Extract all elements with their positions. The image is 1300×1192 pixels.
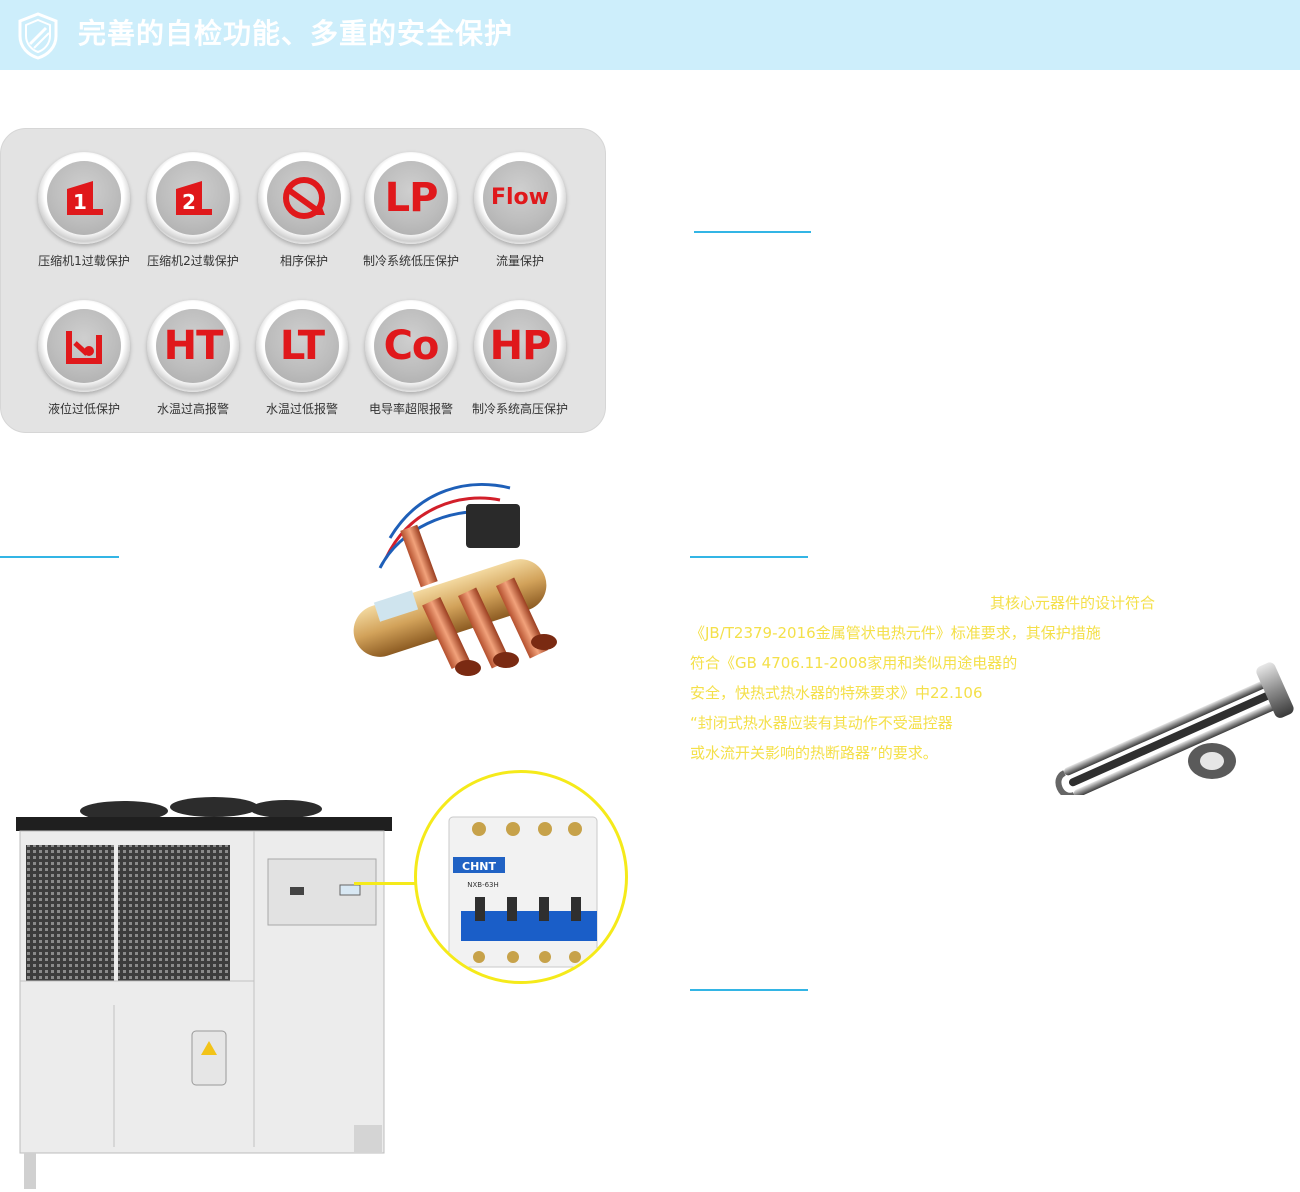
callout-line — [354, 882, 416, 885]
liquid-level-icon — [38, 300, 130, 392]
divider-line — [690, 556, 808, 558]
protection-symbol: Co — [383, 323, 440, 369]
protection-item: HT 水温过高报警 — [138, 300, 248, 417]
description-line: 或水流开关影响的热断路器”的要求。 — [690, 744, 938, 762]
protection-label: 水温过低报警 — [265, 402, 338, 416]
protection-item: 相序保护 — [249, 152, 359, 269]
compressor-number: 2 — [182, 190, 196, 214]
divider-line — [0, 556, 119, 558]
protection-item: Flow 流量保护 — [465, 152, 575, 269]
protection-symbol: HP — [489, 323, 552, 369]
breaker-brand: CHNT — [462, 860, 496, 873]
description-line: 安全，快热式热水器的特殊要求》中22.106 — [690, 684, 983, 702]
electric-heater-image — [1055, 662, 1294, 795]
protection-label: 水温过高报警 — [156, 402, 229, 416]
description-line: 符合《GB 4706.11-2008家用和类似用途电器的 — [690, 654, 1018, 672]
protection-item: LP 制冷系统低压保护 — [356, 152, 466, 269]
description-line: 《JB/T2379-2016金属管状电热元件》标准要求，其保护措施 — [690, 624, 1101, 642]
protection-label: 液位过低保护 — [47, 402, 120, 416]
protection-label: 制冷系统高压保护 — [471, 402, 568, 416]
protection-symbol: Flow — [490, 185, 549, 210]
protection-label: 相序保护 — [279, 254, 328, 268]
protection-item: 液位过低保护 — [29, 300, 139, 417]
protection-label: 压缩机1过载保护 — [38, 254, 130, 268]
protection-symbol: HT — [163, 323, 224, 369]
protection-symbol: LT — [279, 323, 325, 369]
low-temp-icon: LT — [256, 300, 348, 392]
four-way-valve-image — [353, 483, 557, 676]
phase-sequence-icon — [258, 152, 350, 244]
protection-label: 流量保护 — [495, 254, 544, 268]
protection-label: 压缩机2过载保护 — [147, 254, 239, 268]
protection-item: 1 压缩机1过载保护 — [29, 152, 139, 269]
divider-line — [690, 989, 808, 991]
breaker-model: NXB-63H — [467, 881, 499, 889]
breaker-callout: CHNT NXB-63H — [414, 770, 628, 984]
chiller-unit-image — [16, 797, 392, 1189]
divider-line — [694, 231, 811, 233]
description-line: 其核心元器件的设计符合 — [990, 594, 1156, 612]
circuit-breaker-image: CHNT NXB-63H — [448, 816, 598, 968]
compressor-1-icon: 1 — [38, 152, 130, 244]
description-line: “封闭式热水器应装有其动作不受温控器 — [690, 714, 953, 732]
section-header: 完善的自检功能、多重的安全保护 — [0, 0, 1300, 70]
protection-item: HP 制冷系统高压保护 — [465, 300, 575, 417]
protection-label: 电导率超限报警 — [368, 402, 453, 416]
high-pressure-icon: HP — [474, 300, 566, 392]
protection-symbol: LP — [384, 175, 439, 221]
protection-item: 2 压缩机2过载保护 — [138, 152, 248, 269]
protection-item: Co 电导率超限报警 — [356, 300, 466, 417]
conductivity-icon: Co — [365, 300, 457, 392]
high-temp-icon: HT — [147, 300, 239, 392]
low-pressure-icon: LP — [365, 152, 457, 244]
flow-icon: Flow — [474, 152, 566, 244]
protection-item: LT 水温过低报警 — [247, 300, 357, 417]
protection-label: 制冷系统低压保护 — [362, 254, 459, 268]
section-title: 完善的自检功能、多重的安全保护 — [78, 17, 514, 50]
protection-panel: 1 压缩机1过载保护 2 压缩机2过载保护 — [0, 128, 606, 433]
compressor-2-icon: 2 — [147, 152, 239, 244]
shield-icon — [18, 12, 58, 60]
heater-description: 其核心元器件的设计符合 《JB/T2379-2016金属管状电热元件》标准要求，… — [690, 588, 1190, 768]
compressor-number: 1 — [73, 190, 87, 214]
